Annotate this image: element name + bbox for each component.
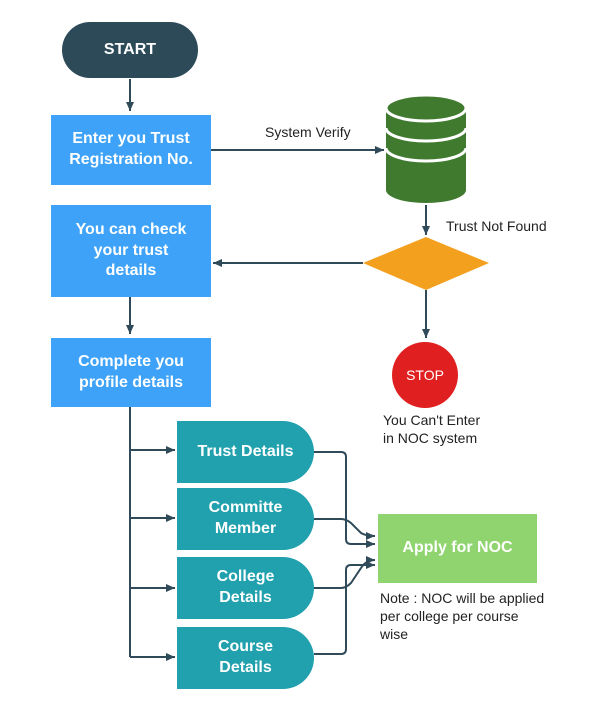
system-verify-label: System Verify [265,124,351,140]
trust-not-found-label: Trust Not Found [446,218,547,234]
committee-member-node: Committe Member [177,488,314,550]
stop-node: STOP [392,342,458,408]
college-details-node: College Details [177,557,314,619]
arrow-trust-to-apply [314,451,375,548]
arrow-college-to-apply [314,556,376,589]
decision-diamond-icon [363,237,489,290]
start-node: START [62,22,198,78]
trust-details-node: Trust Details [177,421,314,483]
check-trust-details-box: You can check your trust details [51,205,211,297]
arrow-course-to-apply [314,561,375,655]
cant-enter-label: You Can't Enter in NOC system [383,412,481,446]
apply-for-noc-box: Apply for NOC [378,514,537,583]
arrow-committee-to-apply [314,518,376,540]
complete-profile-box: Complete you profile details [51,338,211,407]
database-icon [384,93,468,203]
course-details-node: Course Details [177,627,314,689]
noc-note-label: Note : NOC will be applied per college p… [380,590,545,642]
enter-trust-registration-box: Enter you Trust Registration No. [51,115,211,185]
